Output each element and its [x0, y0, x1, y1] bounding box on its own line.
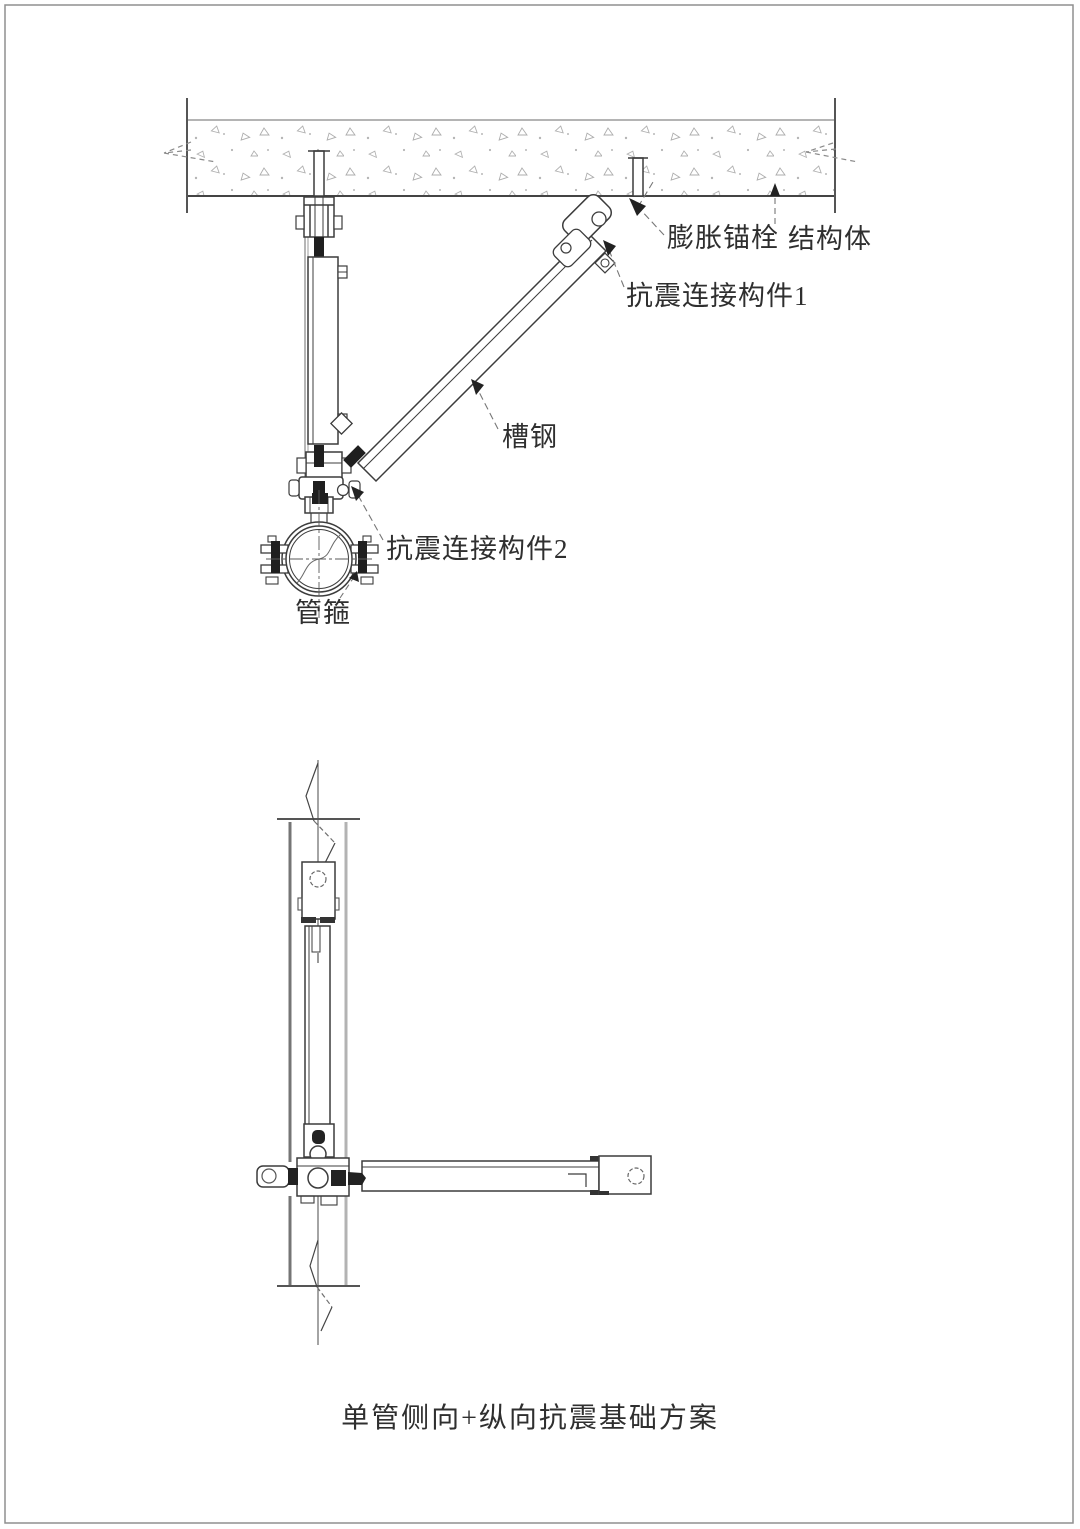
lock-nut-right	[320, 917, 335, 923]
clamp-bolt-head	[312, 493, 328, 504]
break-mark-left	[163, 141, 217, 163]
label-pipe-clamp: 管箍	[295, 598, 351, 628]
brace-bolt-plate	[343, 445, 366, 468]
vertical-member	[304, 925, 331, 1126]
brace-end-plate	[598, 1155, 652, 1195]
label-expansion-anchor: 膨胀锚栓	[667, 223, 779, 253]
clamp-lug-bolt-left	[271, 541, 280, 573]
longitudinal-brace	[361, 1155, 652, 1195]
expansion-anchor-bolt-right	[628, 157, 648, 197]
label-channel-steel: 槽钢	[502, 422, 558, 452]
break-mark-right	[805, 142, 859, 163]
leader-arrowheads	[349, 183, 780, 582]
threaded-rod-segment-top	[314, 237, 324, 258]
pipe-walls	[277, 818, 360, 1287]
leader-lines	[339, 181, 776, 599]
pipe-break-bottom	[309, 1239, 333, 1332]
diagonal-brace	[329, 193, 616, 483]
pipe-clamp-assembly	[260, 490, 379, 618]
bottom-figure-plan	[256, 760, 652, 1345]
brace-top-bracket	[552, 193, 616, 274]
label-seismic-connector-1: 抗震连接构件1	[626, 281, 809, 311]
expansion-anchor-bolt-left	[308, 150, 330, 197]
left-lug-hole	[261, 1168, 277, 1184]
lock-nut-left	[301, 917, 316, 923]
label-structure-body: 结构体	[788, 224, 872, 254]
brace-end-hole	[627, 1167, 645, 1185]
hanger-assembly	[288, 196, 361, 500]
top-ceiling-bracket	[295, 196, 343, 238]
top-figure-elevation: 膨胀锚栓 结构体 抗震连接构件1 槽钢 抗震连接构件2 管箍	[163, 98, 872, 628]
junction-assembly	[256, 1123, 366, 1206]
threaded-rod-segment-mid	[314, 445, 324, 467]
brace-clip	[329, 411, 354, 436]
upper-lug-bracket	[297, 861, 340, 920]
concrete-slab	[163, 98, 859, 213]
pivot-bolt	[307, 1167, 329, 1189]
drawing-caption: 单管侧向+纵向抗震基础方案	[341, 1402, 719, 1434]
pipe-break-top	[305, 762, 336, 868]
clamp-lug-bolt-right	[358, 541, 367, 573]
sheet-border	[4, 4, 1074, 1524]
label-seismic-connector-2: 抗震连接构件2	[386, 534, 569, 564]
